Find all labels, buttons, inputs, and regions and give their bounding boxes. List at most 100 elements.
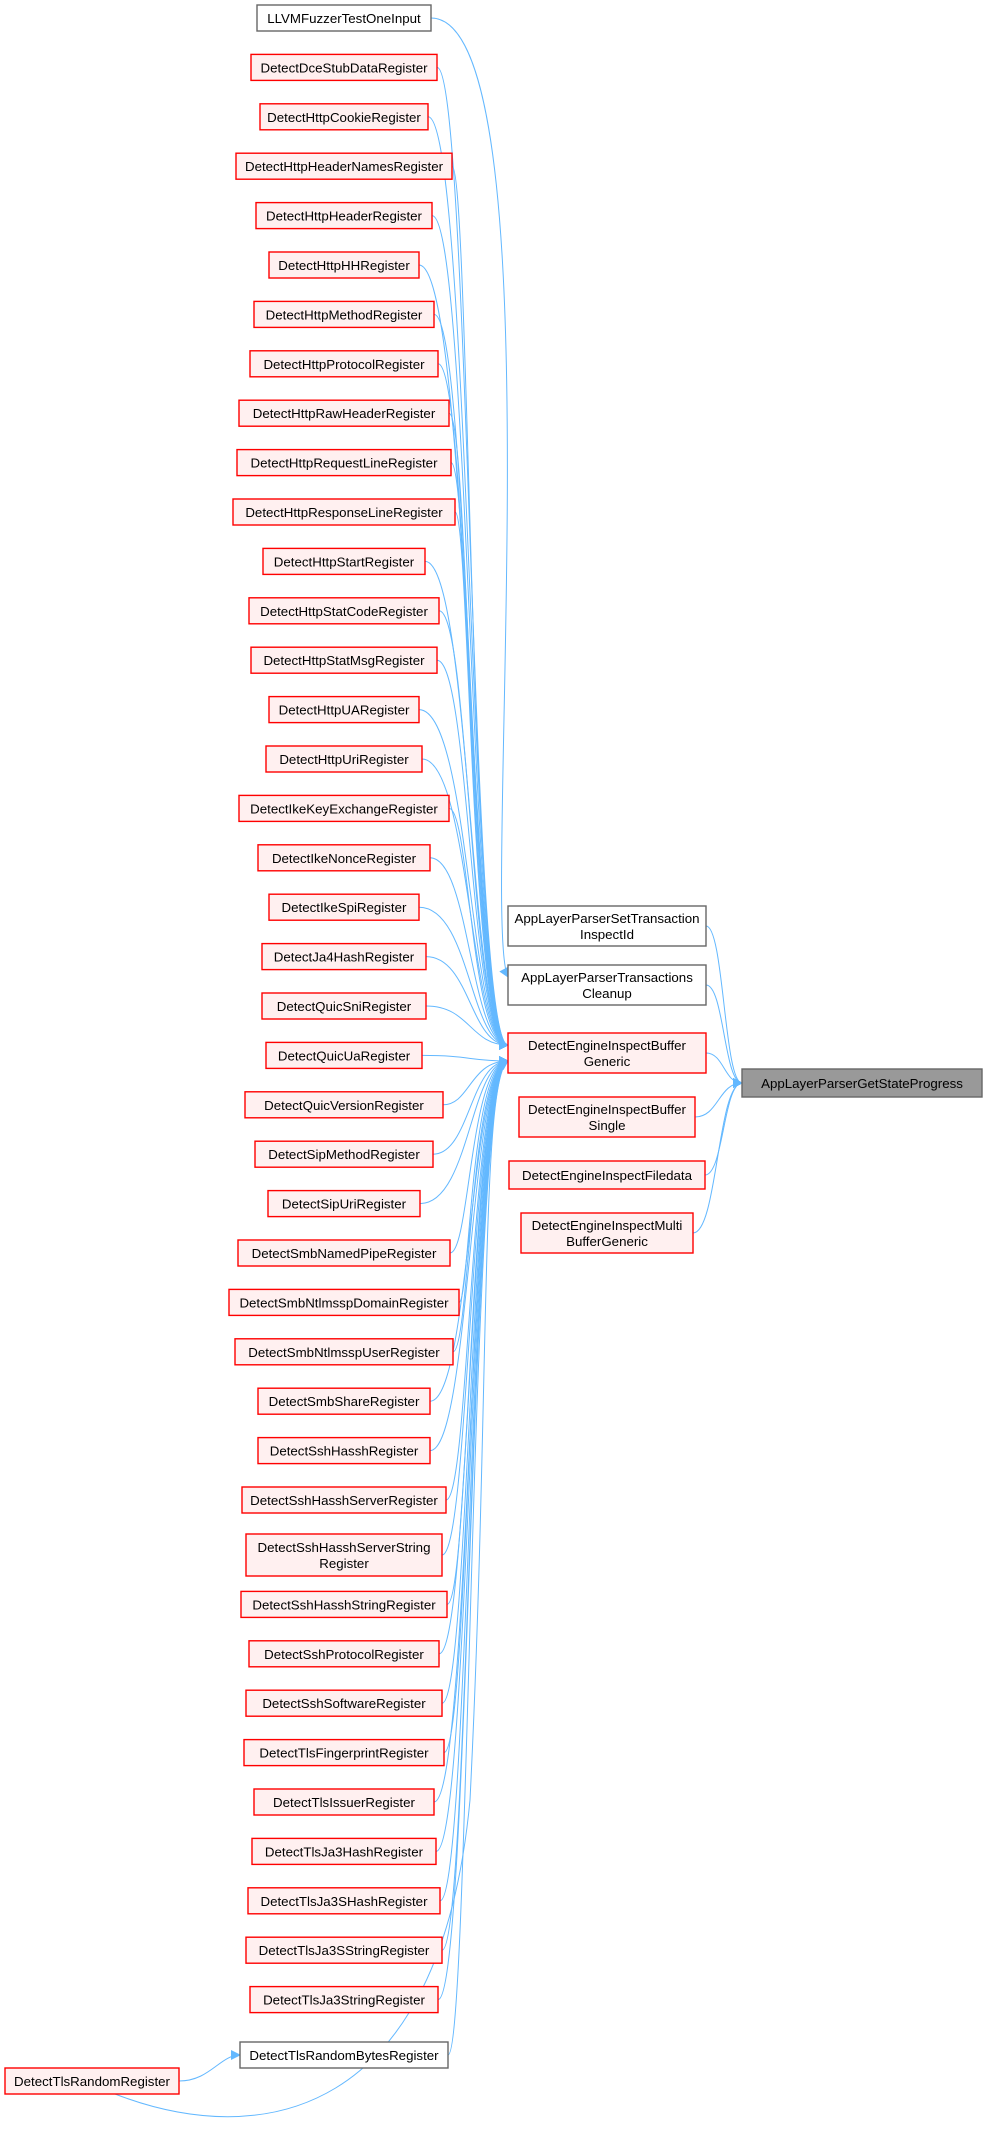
edge-tlsrandom-to-inspect-generic <box>114 1060 509 2118</box>
edge-to-inspect-generic <box>421 1054 509 1066</box>
edge-to-inspect-generic <box>441 1056 509 1556</box>
node-detecthttphhregister[interactable]: DetectHttpHHRegister <box>268 251 420 279</box>
node-label: DetectEngineInspectFiledata <box>522 1168 693 1183</box>
edge-to-inspect-generic <box>425 1005 509 1050</box>
edge-to-inspect-generic <box>439 1056 509 1902</box>
node-label: DetectSmbNamedPipeRegister <box>252 1246 437 1261</box>
node-box <box>253 300 435 329</box>
node-box <box>237 1239 451 1267</box>
node-detectikenonceregister[interactable]: DetectIkeNonceRegister <box>257 844 431 872</box>
edge-to-root <box>692 1078 743 1234</box>
node-detectsmbshareregister[interactable]: DetectSmbShareRegister <box>257 1387 431 1415</box>
edge-to-inspect-generic <box>438 1056 509 1655</box>
node-box <box>268 695 420 724</box>
node-box <box>507 905 707 947</box>
node-label: DetectHttpHeaderRegister <box>266 209 423 224</box>
node-detecttlsrandombytesregister[interactable]: DetectTlsRandomBytesRegister <box>239 2041 449 2069</box>
node-label: DetectHttpHeaderNamesRegister <box>245 159 444 174</box>
node-detecttlsissuerregister[interactable]: DetectTlsIssuerRegister <box>253 1788 435 1816</box>
node-detectikespiregister[interactable]: DetectIkeSpiRegister <box>268 893 420 921</box>
node-detecttlsja3sstringregister[interactable]: DetectTlsJa3SStringRegister <box>245 1936 443 1964</box>
node-label: Generic <box>584 1054 631 1069</box>
node-box <box>257 1387 431 1415</box>
node-detecthttpheaderregister[interactable]: DetectHttpHeaderRegister <box>255 201 433 230</box>
node-box <box>268 251 420 279</box>
node-detecthttpuaregister[interactable]: DetectHttpUARegister <box>268 695 420 724</box>
node-box <box>240 1590 448 1619</box>
node-detecthttprequestlineregister[interactable]: DetectHttpRequestLineRegister <box>236 448 452 477</box>
node-detecthttpstatmsgregister[interactable]: DetectHttpStatMsgRegister <box>250 646 438 674</box>
node-detectsshprotocolregister[interactable]: DetectSshProtocolRegister <box>248 1640 440 1668</box>
node-detectsshhasshstringregister[interactable]: DetectSshHasshStringRegister <box>240 1590 448 1619</box>
node-label: BufferGeneric <box>566 1234 648 1249</box>
edge-to-root <box>705 925 743 1088</box>
node-detecthttpheadernamesregister[interactable]: DetectHttpHeaderNamesRegister <box>235 152 453 180</box>
edge-to-inspect-generic <box>451 165 509 1050</box>
edge-to-inspect-generic <box>429 1056 509 1452</box>
node-label: DetectHttpRequestLineRegister <box>251 456 439 471</box>
edge-to-inspect-generic <box>425 956 509 1050</box>
node-box <box>245 1533 443 1577</box>
edge-to-inspect-generic <box>429 1056 509 1402</box>
node-detecttlsja3shashregister[interactable]: DetectTlsJa3SHashRegister <box>247 1887 441 1915</box>
node-box <box>265 1041 423 1070</box>
node-label: DetectDceStubDataRegister <box>260 60 428 75</box>
node-label: DetectSmbNtlmsspDomainRegister <box>239 1295 449 1310</box>
node-detectsshhasshregister[interactable]: DetectSshHasshRegister <box>257 1436 431 1465</box>
node-detectsshhasshserverregister[interactable]: DetectSshHasshServerRegister <box>241 1486 447 1514</box>
node-label: DetectSshSoftwareRegister <box>262 1696 426 1711</box>
node-detecttlsfingerprintregister[interactable]: DetectTlsFingerprintRegister <box>243 1738 445 1767</box>
node-label: DetectEngineInspectBuffer <box>528 1038 687 1053</box>
node-detectsmbntlmsspuserregister[interactable]: DetectSmbNtlmsspUserRegister <box>234 1338 454 1366</box>
node-detecthttpstatcoderegister[interactable]: DetectHttpStatCodeRegister <box>248 597 440 625</box>
node-detecthttpresponselineregister[interactable]: DetectHttpResponseLineRegister <box>232 498 456 526</box>
node-applayerparsergetstateprogress[interactable]: AppLayerParserGetStateProgress <box>741 1068 983 1098</box>
node-box <box>238 794 450 823</box>
node-box <box>257 844 431 872</box>
node-detectsmbnamedpiperegister[interactable]: DetectSmbNamedPipeRegister <box>237 1239 451 1267</box>
edge-to-inspect-generic <box>441 1056 509 1704</box>
edge-to-inspect-generic <box>447 1056 509 2056</box>
node-detectsshsoftwareregister[interactable]: DetectSshSoftwareRegister <box>245 1689 443 1717</box>
node-detecttlsrandomregister[interactable]: DetectTlsRandomRegister <box>4 2067 180 2095</box>
node-detecttlsja3stringregister[interactable]: DetectTlsJa3StringRegister <box>249 1985 439 2014</box>
node-label: AppLayerParserTransactions <box>521 970 693 985</box>
node-detectsipuriregister[interactable]: DetectSipUriRegister <box>267 1189 421 1218</box>
node-detectengineinspectfiledata[interactable]: DetectEngineInspectFiledata <box>508 1160 706 1190</box>
node-detectikekeyexchangeregister[interactable]: DetectIkeKeyExchangeRegister <box>238 794 450 823</box>
node-detectquicversionregister[interactable]: DetectQuicVersionRegister <box>244 1091 444 1119</box>
node-label: DetectQuicVersionRegister <box>264 1098 424 1113</box>
node-label: DetectTlsIssuerRegister <box>273 1795 415 1810</box>
node-detectsmbntlmsspdomainregister[interactable]: DetectSmbNtlmsspDomainRegister <box>228 1288 460 1317</box>
edge-to-inspect-generic <box>436 659 509 1050</box>
node-box <box>507 1032 707 1074</box>
node-detectsipmethodregister[interactable]: DetectSipMethodRegister <box>254 1140 434 1168</box>
node-box <box>249 1985 439 2014</box>
node-label: DetectHttpHHRegister <box>278 258 410 273</box>
node-detecthttpmethodregister[interactable]: DetectHttpMethodRegister <box>253 300 435 329</box>
node-detecthttpstartregister[interactable]: DetectHttpStartRegister <box>262 547 426 576</box>
node-detecthttpcookieregister[interactable]: DetectHttpCookieRegister <box>259 103 429 131</box>
edge-to-inspect-generic <box>418 709 509 1050</box>
node-detectquicsniregister[interactable]: DetectQuicSniRegister <box>261 992 427 1020</box>
node-label: DetectSshHasshServerString <box>258 1540 431 1555</box>
edge-to-inspect-generic <box>449 1056 509 1254</box>
node-detectdcestubdataregister[interactable]: DetectDceStubDataRegister <box>250 53 438 82</box>
node-llvmfuzzertestoneinput[interactable]: LLVMFuzzerTestOneInput <box>256 4 432 32</box>
node-detecthttpprotocolregister[interactable]: DetectHttpProtocolRegister <box>249 350 439 378</box>
node-detecthttprawheaderregister[interactable]: DetectHttpRawHeaderRegister <box>238 399 450 427</box>
node-detectquicuaregister[interactable]: DetectQuicUaRegister <box>265 1041 423 1070</box>
node-label: DetectHttpUriRegister <box>279 752 409 767</box>
node-detecttlsja3hashregister[interactable]: DetectTlsJa3HashRegister <box>251 1837 437 1866</box>
graph-edges <box>114 17 743 2118</box>
node-detectja4hashregister[interactable]: DetectJa4HashRegister <box>261 942 427 971</box>
node-label: DetectHttpStatMsgRegister <box>263 653 425 668</box>
node-detecthttpuriregister[interactable]: DetectHttpUriRegister <box>265 745 423 773</box>
